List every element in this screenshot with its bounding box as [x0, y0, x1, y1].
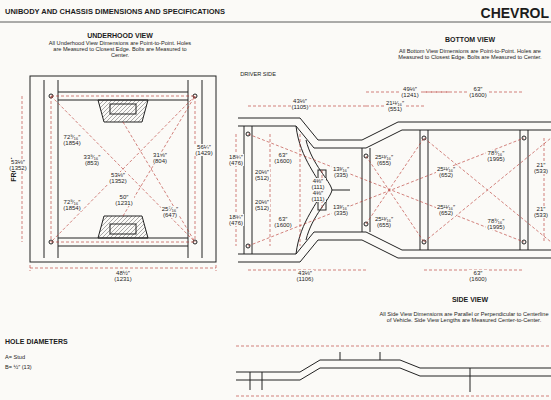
side-marker: DRIVER SIDE [240, 72, 276, 78]
note-text: B= ½″ (13) [5, 365, 32, 371]
view-note: All Underhood View Dimensions are Point-… [45, 41, 195, 59]
view-heading: UNDERHOOD VIEW [87, 32, 153, 39]
dimension-label: 4⅜″ (111) [310, 178, 325, 191]
view-heading: SIDE VIEW [452, 296, 488, 303]
dimension-label: 4⅜″ (111) [310, 190, 325, 203]
dimension-label: 25¹¹⁄₁₆″ (652) [436, 204, 456, 217]
dimension-label: 56¼″ (1429) [194, 144, 213, 157]
dimension-label: 25¹³⁄₁₆″ (655) [374, 216, 394, 229]
bottom-dimension-lines [236, 92, 551, 270]
dimension-label: 63″ (1600) [468, 270, 487, 283]
dimension-label: 13³⁄₁₆″ (335) [332, 204, 350, 217]
dimension-label: 25⁷⁄₁₆″ (647) [161, 206, 179, 219]
bottom-view-frame [238, 118, 551, 262]
page-title: UNIBODY AND CHASSIS DIMENSIONS AND SPECI… [5, 8, 225, 16]
dimension-label: 21″ (533) [533, 162, 549, 175]
dimension-label: 20⅛″ (512) [254, 199, 270, 212]
dimension-label: 13³⁄₁₆″ (335) [332, 166, 350, 179]
underhood-dimension-lines [22, 96, 216, 271]
dimension-label: 63″ (1600) [468, 86, 487, 99]
note-text: A= Stud [5, 355, 25, 361]
side-dimension-lines [236, 346, 551, 396]
dimension-label: 43⅛″ (1106) [296, 270, 315, 283]
dimension-label: 63″ (1600) [273, 152, 292, 165]
dimension-label: 48½″ (1231) [113, 270, 132, 283]
dimension-label: 72⁹⁄₁₆″ (1854) [62, 134, 81, 147]
dimension-label: 21″ (533) [533, 206, 549, 219]
note-text: All Side View Dimensions are Parallel or… [379, 312, 549, 324]
dimension-label: 43⅛″ (1105) [291, 98, 310, 111]
side-view-rail [236, 352, 551, 392]
dimension-label: 21¹¹⁄₁₆″ (551) [385, 100, 405, 113]
dimension-label: 53⅛″ (1352) [8, 159, 27, 172]
underhood-frame [30, 76, 216, 262]
view-heading: HOLE DIAMETERS [5, 338, 68, 345]
dimension-label: 31⅝″ (804) [152, 152, 168, 165]
dimension-label: 20⅛″ (512) [254, 169, 270, 182]
view-note: All Bottom View Dimensions are Point-to-… [395, 49, 545, 61]
view-heading: BOTTOM VIEW [445, 36, 495, 43]
dimension-label: 63″ (1600) [273, 216, 292, 229]
dimension-label: 53⅛″ (1352) [108, 172, 127, 185]
header-rule [0, 22, 551, 23]
dimension-label: 49⅛″ (1241) [400, 86, 419, 99]
brand-name: CHEVROL [481, 6, 549, 21]
dimension-label: 50″ (1231) [114, 194, 133, 207]
dimension-label: 18¾″ (476) [228, 154, 244, 167]
dimension-label: 78⁹⁄₁₆″ (1995) [486, 150, 505, 163]
dimension-label: 25¹¹⁄₁₆″ (652) [436, 166, 456, 179]
dimension-label: 72⁹⁄₁₆″ (1854) [62, 199, 81, 212]
dimension-label: 33⁹⁄₁₆″ (853) [83, 154, 102, 167]
dimension-label: 18¾″ (476) [228, 214, 244, 227]
dimension-label: 25¹³⁄₁₆″ (655) [374, 154, 394, 167]
dimension-label: 78⁹⁄₁₆″ (1995) [486, 218, 505, 231]
